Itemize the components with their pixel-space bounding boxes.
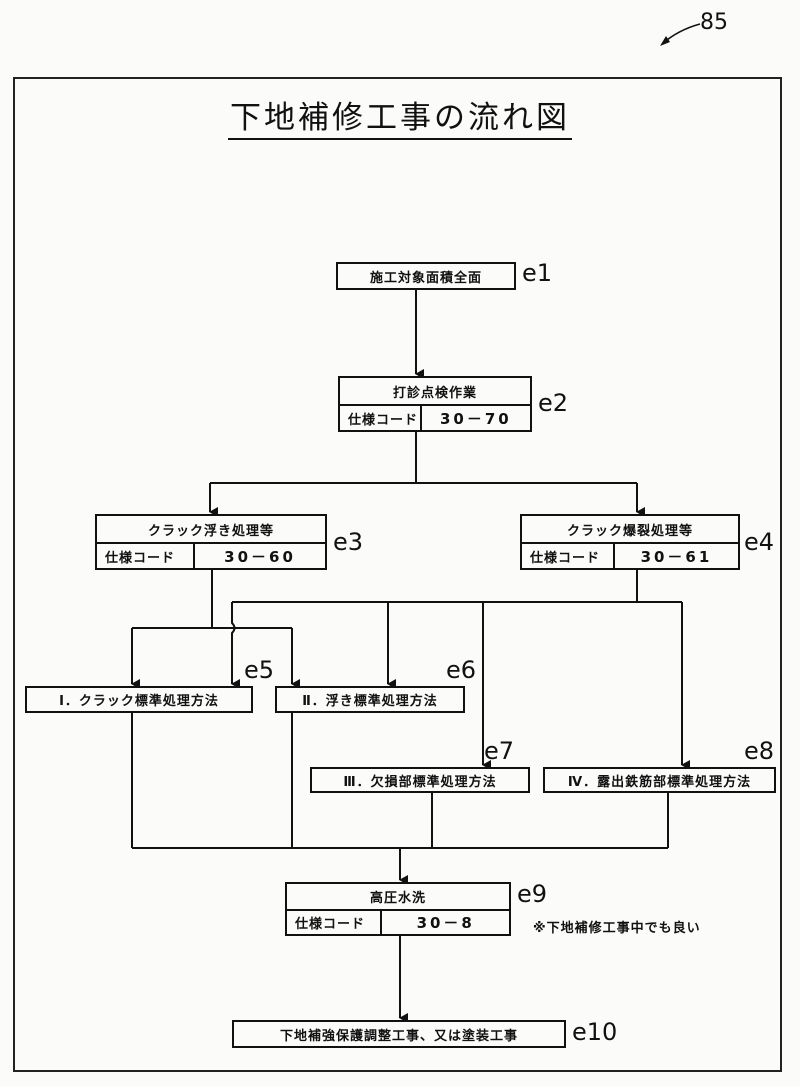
- node-e6-tag: e6: [446, 656, 477, 684]
- node-e4-tag: e4: [744, 528, 775, 556]
- node-e9-code-label: 仕様コード: [287, 911, 383, 934]
- node-e10-label: 下地補強保護調整工事、又は塗装工事: [279, 1028, 518, 1044]
- node-e4-code-label: 仕様コード: [522, 544, 615, 568]
- node-e1-label: 施工対象面積全面: [369, 270, 482, 286]
- node-e9-label: 高圧水洗: [369, 891, 426, 906]
- node-e2-code: 30－70: [439, 409, 512, 428]
- figure-number: 85: [700, 10, 728, 35]
- node-e7-label: Ⅲ．欠損部標準処理方法: [343, 774, 497, 790]
- node-e7-tag: e7: [484, 737, 515, 765]
- title-text: 下地補修工事の流れ図: [228, 100, 572, 140]
- node-e1: 施工対象面積全面: [336, 262, 516, 290]
- node-e9-tag: e9: [517, 880, 548, 908]
- node-e5-tag: e5: [244, 656, 275, 684]
- node-e6: Ⅱ．浮き標準処理方法: [275, 686, 465, 713]
- diagram-frame: [13, 77, 782, 1072]
- node-e7: Ⅲ．欠損部標準処理方法: [310, 767, 530, 793]
- diagram-title: 下地補修工事の流れ図: [0, 92, 800, 140]
- node-e2: 打診点検作業 仕様コード 30－70: [338, 376, 532, 432]
- node-e3-tag: e3: [333, 528, 364, 556]
- node-e2-code-label: 仕様コード: [340, 406, 422, 430]
- node-e2-tag: e2: [538, 389, 569, 417]
- node-e3-code-label: 仕様コード: [97, 544, 196, 568]
- node-e10-tag: e10: [572, 1018, 618, 1046]
- node-e3-code: 30－60: [224, 547, 296, 566]
- node-e5-label: Ⅰ．クラック標準処理方法: [59, 694, 219, 709]
- node-e2-label: 打診点検作業: [392, 385, 477, 401]
- node-e8: Ⅳ．露出鉄筋部標準処理方法: [543, 767, 776, 793]
- node-e1-tag: e1: [522, 259, 553, 287]
- node-e6-label: Ⅱ．浮き標準処理方法: [302, 694, 438, 709]
- node-e5: Ⅰ．クラック標準処理方法: [25, 686, 253, 713]
- node-e4: クラック爆裂処理等 仕様コード 30－61: [520, 514, 740, 570]
- node-e4-label: クラック爆裂処理等: [566, 523, 693, 539]
- node-e4-code: 30－61: [640, 547, 713, 566]
- note-text: ※下地補修工事中でも良い: [533, 921, 701, 936]
- node-e10: 下地補強保護調整工事、又は塗装工事: [232, 1020, 566, 1048]
- node-e8-label: Ⅳ．露出鉄筋部標準処理方法: [567, 774, 752, 790]
- node-e3: クラック浮き処理等 仕様コード 30－60: [95, 514, 327, 570]
- node-e3-label: クラック浮き処理等: [147, 523, 274, 539]
- node-e8-tag: e8: [744, 737, 775, 765]
- node-e9: 高圧水洗 仕様コード 30－8: [285, 882, 511, 936]
- node-e9-code: 30－8: [416, 914, 475, 932]
